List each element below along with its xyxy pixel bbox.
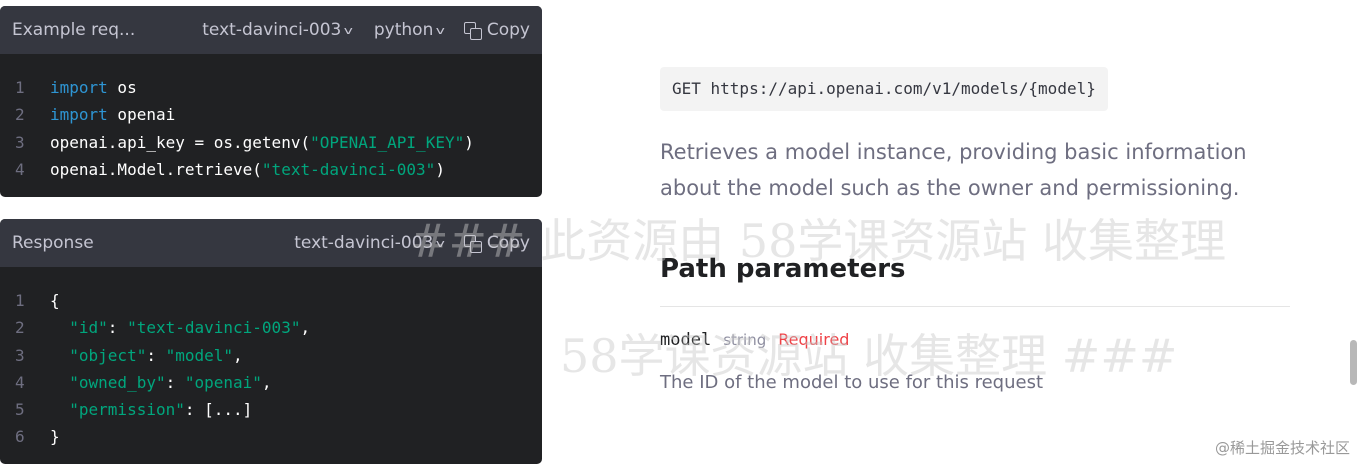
code-token: openai.api_key = os.getenv(	[50, 132, 311, 152]
code-line: 1{	[0, 287, 542, 314]
panel-title: Example req...	[12, 20, 136, 40]
copy-icon	[463, 234, 482, 253]
code-token: {	[50, 291, 60, 310]
endpoint: GET https://api.openai.com/v1/models/{mo…	[660, 67, 1108, 111]
param-name: model	[660, 330, 712, 350]
copy-button[interactable]: Copy	[463, 233, 530, 253]
line-number: 3	[15, 132, 25, 152]
code-token: :	[146, 345, 166, 365]
credit-watermark: @稀土掘金技术社区	[1214, 439, 1350, 457]
code-token: openai.Model.retrieve(	[50, 159, 262, 179]
chevron-down-icon: v	[436, 236, 446, 250]
line-number: 2	[15, 105, 25, 125]
code-line: 6}	[0, 423, 542, 450]
code-token: import	[50, 78, 108, 97]
code-line: 3 "object": "model",	[0, 342, 542, 369]
code-token: "permission"	[50, 400, 185, 420]
line-number: 6	[15, 427, 25, 447]
copy-icon	[463, 21, 482, 40]
code-token: )	[464, 132, 474, 152]
code-token: "owned_by"	[50, 372, 166, 392]
path-parameters-heading: Path parameters	[660, 254, 906, 284]
code-line: 1 import os	[0, 74, 542, 101]
code-token: :	[107, 318, 128, 338]
endpoint-description: Retrieves a model instance, providing ba…	[660, 140, 1247, 200]
code-token: :	[165, 372, 185, 392]
code-token: ,	[300, 318, 311, 338]
param-required: Required	[778, 330, 850, 349]
code-token: ,	[261, 372, 272, 392]
request-code: 1 import os 2 import openai 3 openai.api_key …	[0, 54, 542, 183]
divider	[660, 306, 1290, 307]
chevron-down-icon: v	[344, 23, 354, 37]
code-line: 2 import openai	[0, 101, 542, 128]
response-code: 1{2 "id": "text-davinci-003",3 "object":…	[0, 267, 542, 451]
code-line: 4 "owned_by": "openai",	[0, 369, 542, 396]
model-label: text-davinci-003	[202, 20, 342, 40]
code-token: "text-davinci-003"	[261, 159, 436, 179]
code-token: openai	[107, 105, 176, 125]
panel-title: Response	[12, 233, 94, 253]
language-label: python	[373, 20, 434, 40]
code-line: 2 "id": "text-davinci-003",	[0, 314, 542, 341]
code-token: )	[435, 159, 445, 179]
chevron-down-icon: v	[436, 23, 446, 37]
line-number: 3	[15, 345, 25, 365]
code-token: "OPENAI_API_KEY"	[310, 132, 465, 152]
code-token: os	[107, 78, 137, 97]
line-number: 1	[15, 78, 25, 97]
model-label: text-davinci-003	[294, 233, 434, 253]
code-token: : [...]	[184, 400, 253, 420]
line-number: 4	[15, 159, 25, 179]
param-row: model string Required	[660, 330, 849, 350]
line-number: 2	[15, 318, 25, 338]
code-token: }	[50, 427, 60, 447]
code-token: "object"	[50, 345, 147, 365]
param-description: The ID of the model to use for this requ…	[660, 372, 1044, 393]
line-number: 1	[15, 291, 25, 310]
line-number: 5	[15, 400, 25, 420]
code-token: ,	[233, 345, 243, 365]
code-line: 5 "permission": [...]	[0, 396, 542, 423]
line-number: 4	[15, 372, 25, 392]
scrollbar[interactable]	[1350, 340, 1357, 385]
code-token: "id"	[50, 318, 108, 338]
copy-button[interactable]: Copy	[463, 20, 530, 40]
code-token: "openai"	[184, 372, 262, 392]
param-type: string	[723, 331, 767, 349]
code-line: 4 openai.Model.retrieve("text-davinci-003…	[0, 156, 542, 183]
code-token: "text-davinci-003"	[127, 318, 301, 338]
code-token: import	[50, 105, 108, 125]
copy-label: Copy	[486, 233, 530, 253]
copy-label: Copy	[486, 20, 530, 40]
code-line: 3 openai.api_key = os.getenv("OPENAI_API_…	[0, 129, 542, 156]
code-token: "model"	[165, 345, 234, 365]
